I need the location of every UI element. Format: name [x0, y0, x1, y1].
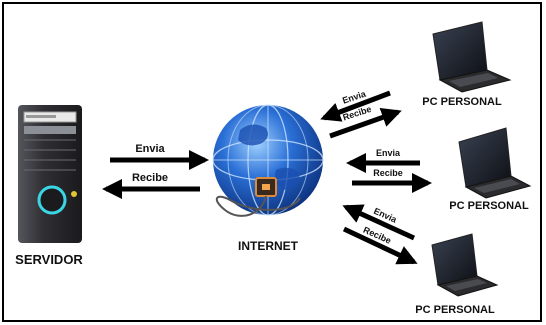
pc-label-top: PC PERSONAL	[422, 96, 502, 108]
server-label: SERVIDOR	[15, 252, 83, 267]
pc-top-receive-arrow	[329, 107, 402, 139]
pc-label-bottom: PC PERSONAL	[415, 304, 495, 316]
server-receive-label: Recibe	[132, 172, 168, 184]
pc-top-send-arrow	[320, 90, 391, 122]
pc-bottom-receive-arrow	[342, 226, 418, 265]
pc-middle-send-label: Envia	[376, 148, 401, 158]
server-send-label: Envia	[135, 143, 165, 155]
laptop-icon-top	[432, 21, 512, 93]
internet-globe-icon	[212, 104, 324, 217]
pc-middle-receive-label: Recibe	[373, 168, 403, 178]
pc-label-middle: PC PERSONAL	[449, 200, 529, 212]
server-icon	[18, 105, 82, 243]
pc-bottom-send-arrow	[342, 204, 416, 241]
laptop-icon-middle	[458, 127, 532, 199]
laptop-icon-bottom	[431, 233, 499, 297]
internet-label: INTERNET	[238, 239, 299, 253]
